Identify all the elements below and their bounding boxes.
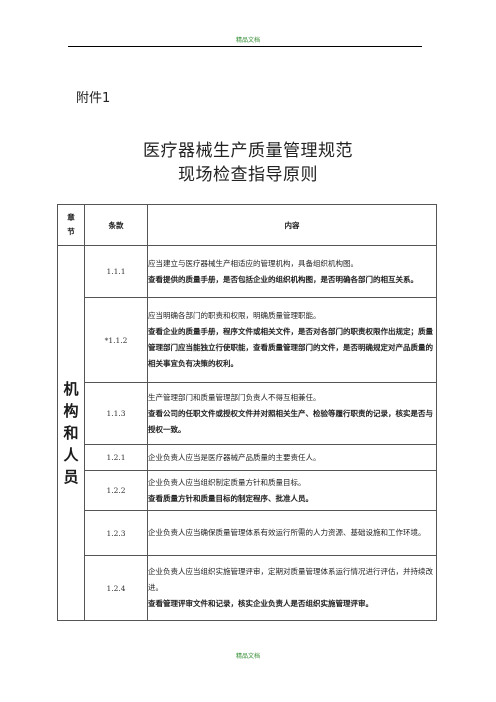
clause-check: 查看管理评审文件和记录，核实企业负责人是否组织实施管理评审。	[148, 599, 373, 608]
table-row: 1.2.4 企业负责人应当组织实施管理评审，定期对质量管理体系运行情况进行评估，…	[58, 555, 437, 621]
chapter-cell: 机 构 和 人 员	[57, 245, 85, 621]
inspection-table: 章 节 条款 内容 机 构 和 人 员 1.1.1 应当建立与医疗器械生产相适应…	[57, 204, 437, 621]
header-content: 内容	[147, 204, 437, 246]
clause-content: 应当建立与医疗器械生产相适应的管理机构，具备组织机构图。 查看提供的质量手册，是…	[147, 245, 437, 298]
document-title: 医疗器械生产质量管理规范	[143, 141, 353, 161]
table-row: 1.1.3 生产管理部门和质量管理部门负责人不得互相兼任。 查看公司的任职文件或…	[58, 382, 437, 445]
clause-check: 查看质量方针和质量目标的制定程序、批准人员。	[148, 493, 313, 503]
chapter-label: 机 构 和 人 员	[63, 380, 79, 486]
table-row: 机 构 和 人 员 1.1.1 应当建立与医疗器械生产相适应的管理机构，具备组织…	[57, 245, 437, 621]
clause-code: 1.2.2	[84, 470, 148, 511]
document-subtitle: 现场检查指导原则	[178, 165, 318, 185]
clause-code: 1.1.3	[84, 382, 148, 445]
clause-requirement: 企业负责人应当组织实施管理评审，定期对质量管理体系运行情况进行评估，并持续改进。	[148, 567, 433, 592]
clause-content: 应当明确各部门的职责和权限，明确质量管理职能。 查看企业的质量手册，程序文件或相…	[147, 297, 437, 383]
attachment-label: 附件1	[76, 91, 111, 106]
clause-requirement: 企业负责人应当是医疗器械产品质量的主要责任人。	[148, 452, 321, 462]
header-rule	[68, 46, 422, 47]
clause-code: 1.1.1	[84, 245, 148, 298]
table-row: 1.2.2 企业负责人应当组织制定质量方针和质量目标。 查看质量方针和质量目标的…	[58, 470, 437, 511]
clause-content: 企业负责人应当是医疗器械产品质量的主要责任人。	[147, 444, 437, 471]
clause-content: 企业负责人应当确保质量管理体系有效运行所需的人力资源、基础设施和工作环境。	[147, 510, 437, 556]
clause-code: 1.2.1	[84, 444, 148, 471]
table-row: 1.2.1 企业负责人应当是医疗器械产品质量的主要责任人。	[58, 444, 437, 471]
header-watermark: 精品文档	[235, 37, 260, 44]
clause-check: 查看公司的任职文件或授权文件并对照相关生产、检验等履行职责的记录，核实是否与授权…	[148, 408, 433, 434]
clause-content: 企业负责人应当组织制定质量方针和质量目标。 查看质量方针和质量目标的制定程序、批…	[147, 470, 437, 511]
clause-requirement: 企业负责人应当确保质量管理体系有效运行所需的人力资源、基础设施和工作环境。	[148, 528, 426, 537]
header-chapter: 章 节	[57, 204, 85, 246]
clause-check: 查看企业的质量手册，程序文件或相关文件，是否对各部门的职责权限作出规定；质量管理…	[148, 327, 433, 368]
clause-requirement: 应当建立与医疗器械生产相适应的管理机构，具备组织机构图。	[148, 258, 358, 268]
table-row: 1.2.3 企业负责人应当确保质量管理体系有效运行所需的人力资源、基础设施和工作…	[58, 510, 437, 556]
clause-content: 生产管理部门和质量管理部门负责人不得互相兼任。 查看公司的任职文件或授权文件并对…	[147, 382, 437, 445]
footer-watermark: 精品文档	[235, 653, 260, 660]
clause-requirement: 生产管理部门和质量管理部门负责人不得互相兼任。	[148, 392, 321, 402]
table-header-row: 章 节 条款 内容	[57, 204, 437, 246]
clause-content: 企业负责人应当组织实施管理评审，定期对质量管理体系运行情况进行评估，并持续改进。…	[147, 555, 437, 621]
header-chapter-label: 章 节	[67, 213, 75, 236]
clause-requirement: 应当明确各部门的职责和权限，明确质量管理职能。	[148, 311, 321, 320]
table-row: *1.1.2 应当明确各部门的职责和权限，明确质量管理职能。 查看企业的质量手册…	[58, 297, 437, 383]
clause-code: *1.1.2	[84, 297, 148, 383]
clause-check: 查看提供的质量手册，是否包括企业的组织机构图，是否明确各部门的相互关系。	[148, 274, 418, 284]
clause-requirement: 企业负责人应当组织制定质量方针和质量目标。	[148, 477, 306, 487]
header-clause: 条款	[84, 204, 148, 246]
clause-code: 1.2.4	[84, 555, 148, 621]
clause-code: 1.2.3	[84, 510, 148, 556]
